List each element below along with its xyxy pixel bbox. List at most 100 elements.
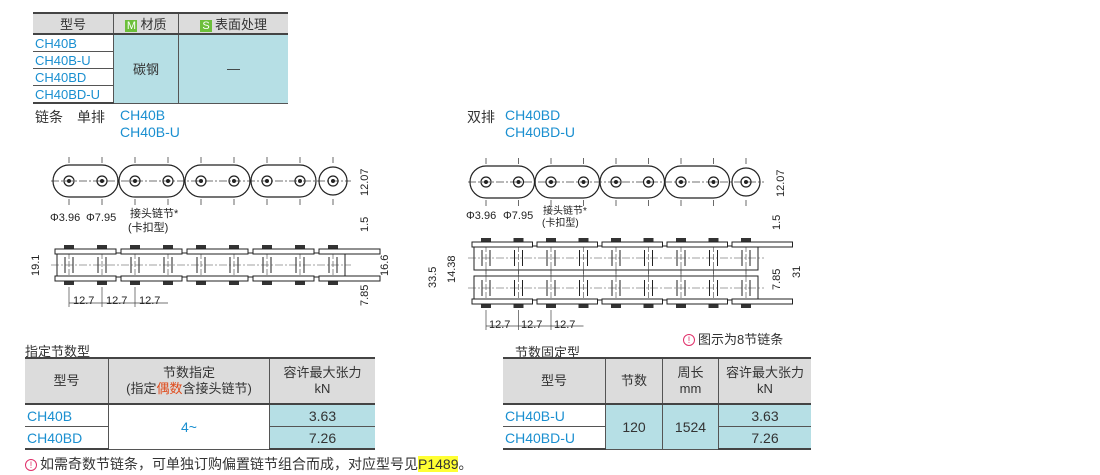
link-plate [52, 164, 119, 198]
outer-plate [731, 298, 793, 305]
header-model: 型号 [25, 357, 109, 405]
header-model: 型号 [503, 357, 606, 405]
double-label: 双排 [467, 109, 495, 125]
material-label: 材质 [140, 17, 167, 32]
pin-head [262, 245, 272, 249]
pin-dia-label: Φ3.96 [466, 210, 496, 222]
plate-label: 1.5 [771, 215, 783, 230]
pin-head [196, 281, 206, 285]
pin-head [481, 238, 491, 242]
pin-head [611, 304, 621, 308]
model-link[interactable]: CH40B [25, 404, 109, 427]
outer-plate [536, 298, 598, 305]
model-link[interactable]: CH40B [33, 34, 114, 52]
single-label: 链条 单排 [35, 109, 105, 125]
pin [298, 179, 302, 183]
surface-badge: S [199, 20, 212, 32]
tension-value: 7.26 [718, 426, 811, 450]
outer-plate [471, 241, 533, 248]
roller [577, 176, 590, 188]
model-link[interactable]: CH40BD-U [505, 124, 576, 140]
fixed-title: 节数固定型 [515, 345, 581, 360]
link-plate [318, 166, 348, 196]
pin [516, 180, 521, 184]
pin-head [676, 304, 686, 308]
roller-dia-label: Φ7.95 [86, 212, 116, 224]
link-plate [118, 164, 185, 198]
pin-head [741, 238, 751, 242]
footer-text: 如需奇数节链条，可单独订购偏置链节组合而成，对应型号见 [40, 456, 418, 472]
model-link[interactable]: CH40BD [25, 426, 109, 450]
roller [63, 175, 75, 187]
pin [265, 179, 269, 183]
height-label: 12.07 [775, 169, 787, 197]
double-chain-drawing [468, 158, 793, 330]
outer-plate [666, 241, 728, 248]
model-link[interactable]: CH40BD-U [503, 426, 606, 450]
pin-head [196, 245, 206, 249]
link-plate [250, 164, 317, 198]
inner-label: 31 [791, 266, 803, 278]
single-chain-drawing [51, 157, 381, 307]
model-link[interactable]: CH40BD-U [33, 85, 114, 104]
outer-plate [471, 298, 533, 305]
pin-head [643, 238, 654, 242]
pin [67, 179, 71, 183]
joint-type-label: (卡扣型) [542, 216, 579, 229]
outer-plate [252, 248, 315, 255]
model-link[interactable]: CH40BD [505, 107, 561, 123]
model-link[interactable]: CH40B [120, 107, 166, 123]
outer-plate [252, 275, 315, 282]
pin [100, 179, 104, 183]
outer-plate [601, 298, 663, 305]
pin-head [643, 304, 654, 308]
height-label: 12.07 [359, 168, 371, 196]
material-value: 碳钢 [113, 34, 179, 104]
pitch-label: 12.7 [554, 319, 575, 331]
pin-head [295, 245, 305, 249]
roller [261, 175, 273, 187]
roller [707, 176, 720, 188]
roller [480, 176, 492, 188]
link-plate [664, 165, 731, 199]
tension-value: 7.26 [269, 426, 375, 450]
tension-value: 3.63 [269, 404, 375, 427]
pin-head [262, 281, 272, 285]
pin-head [741, 304, 751, 308]
outer-plate [54, 248, 117, 255]
t: 容许最大张力 [725, 365, 804, 380]
roller [96, 175, 108, 187]
width-label: 33.5 [427, 267, 439, 288]
links-value: 120 [605, 404, 663, 450]
model-link[interactable]: CH40BD [33, 68, 114, 86]
roller [545, 176, 557, 188]
outer-plate [318, 275, 381, 282]
model-link[interactable]: CH40B-U [120, 124, 180, 140]
model-link[interactable]: CH40B-U [503, 404, 606, 427]
links-value: 4~ [108, 404, 270, 450]
page-link[interactable]: P1489 [418, 456, 459, 472]
roller [675, 176, 687, 188]
pin-head [130, 245, 140, 249]
single-dim-labels: Φ3.96 Φ7.95 接头链节* (卡扣型) 12.07 19.1 1.5 1… [30, 168, 391, 307]
pin [581, 180, 586, 184]
roller [228, 175, 240, 187]
specified-title: 指定节数型 [25, 344, 91, 359]
model-link[interactable]: CH40B-U [33, 51, 114, 69]
chain-drawings: Φ3.96 Φ7.95 接头链节* (卡扣型) 12.07 19.1 1.5 1… [30, 157, 803, 331]
t: mm [679, 381, 702, 396]
outer-plate [186, 275, 249, 282]
outer-plate [601, 241, 663, 248]
header-model: 型号 [33, 12, 114, 35]
pin [199, 179, 203, 183]
joint-label: 接头链节* [130, 206, 179, 220]
pin-head [64, 245, 74, 249]
pin-head [481, 304, 491, 308]
transverse-label: 14.38 [446, 255, 458, 283]
pitch-label: 12.7 [73, 295, 94, 307]
roller [740, 176, 752, 188]
pin [744, 180, 748, 184]
